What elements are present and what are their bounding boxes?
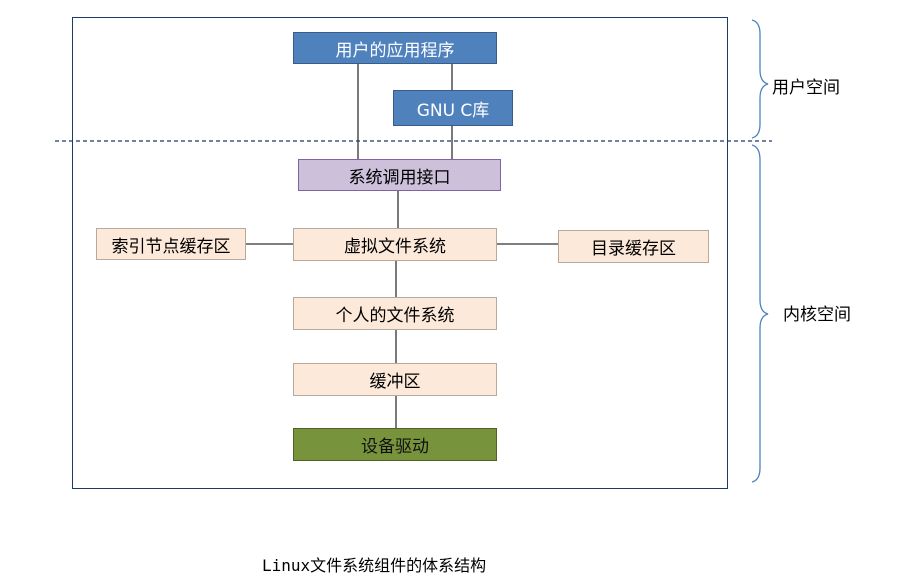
- user-space-brace: [751, 19, 769, 139]
- syscall-interface-node: 系统调用接口: [298, 159, 501, 191]
- user-space-label: 用户空间: [772, 78, 840, 98]
- filesystem-node: 个人的文件系统: [293, 297, 497, 330]
- glibc-node: GNU C库: [393, 90, 513, 126]
- kernel-space-label: 内核空间: [783, 305, 851, 325]
- device-driver-node: 设备驱动: [293, 428, 497, 461]
- diagram-frame: [72, 17, 728, 489]
- inode-cache-node: 索引节点缓存区: [96, 228, 246, 260]
- vfs-node: 虚拟文件系统: [293, 228, 497, 261]
- kernel-space-brace: [751, 144, 769, 483]
- user-app-node: 用户的应用程序: [293, 32, 497, 64]
- diagram-caption: Linux文件系统组件的体系结构: [262, 556, 487, 575]
- buffer-node: 缓冲区: [293, 363, 497, 396]
- dentry-cache-node: 目录缓存区: [558, 230, 709, 263]
